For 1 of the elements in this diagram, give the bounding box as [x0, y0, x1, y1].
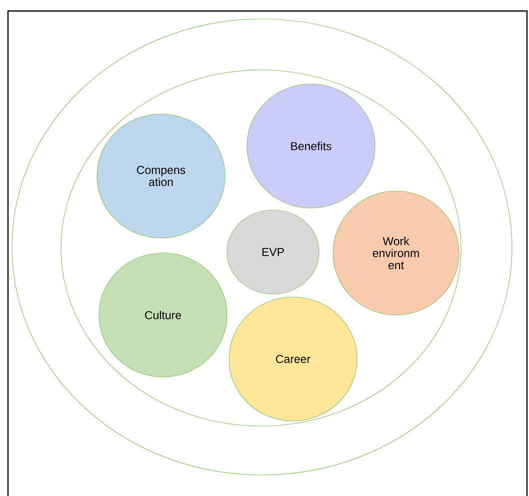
inner-ellipse [60, 70, 462, 426]
